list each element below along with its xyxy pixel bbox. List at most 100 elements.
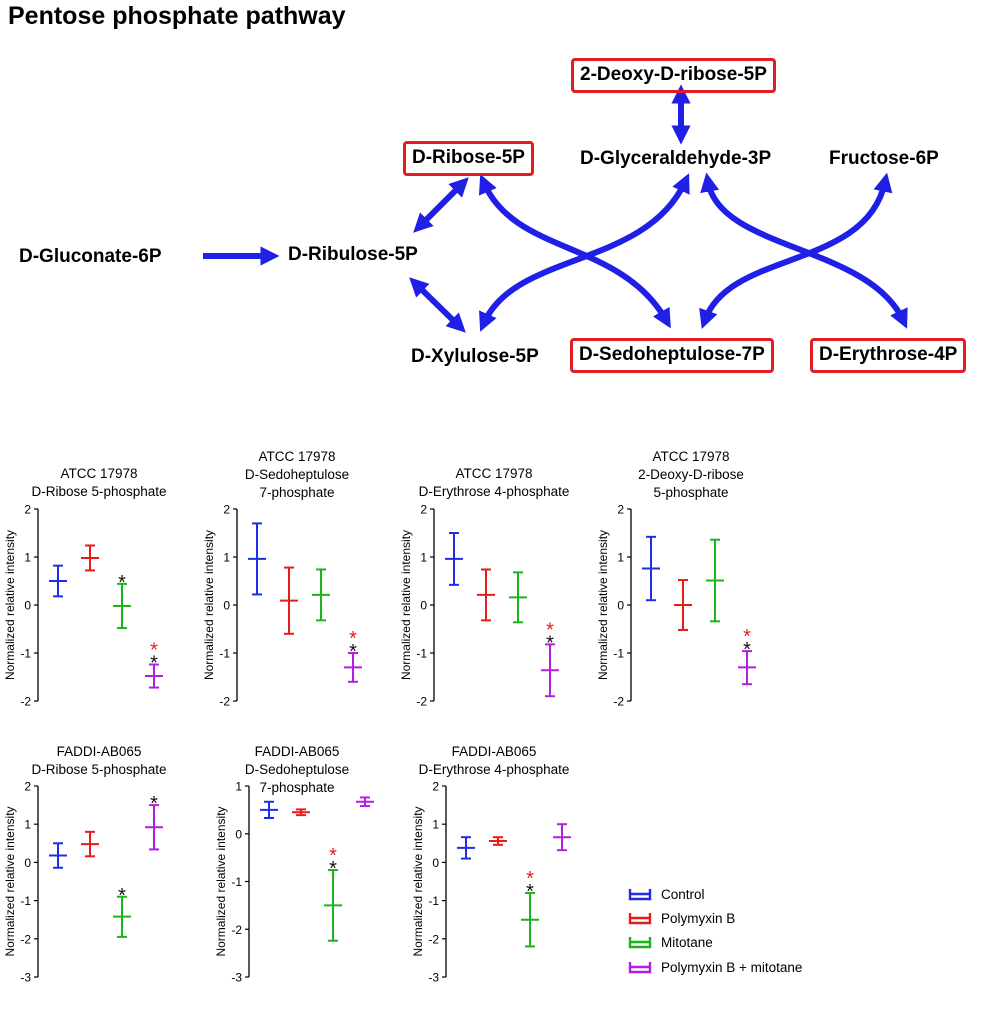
significance-star: * [349, 628, 357, 650]
y-tick-label: 2 [24, 503, 31, 517]
legend-glyph [628, 962, 652, 974]
y-tick-label: 0 [223, 599, 230, 613]
y-tick-label: 0 [235, 827, 242, 841]
y-tick-label: 1 [235, 780, 242, 794]
significance-star: * [150, 793, 158, 815]
panel-title-line: FADDI-AB065 [56, 744, 142, 759]
error-bar [81, 544, 99, 572]
error-bar [312, 568, 330, 622]
error-bar [674, 579, 692, 631]
arrow-glyceraldehyde-erythrose [700, 172, 908, 329]
y-tick-label: 2 [223, 503, 230, 517]
y-axis-label: Normalized relative intensity [214, 806, 228, 956]
y-tick-label: -2 [231, 923, 242, 937]
legend-glyph [628, 937, 652, 949]
y-tick-label: -1 [231, 875, 242, 889]
y-tick-label: 1 [24, 818, 31, 832]
legend-symbol-mitotane [628, 937, 652, 949]
error-bar [292, 808, 310, 817]
panel-title-line: ATCC 17978 [652, 449, 730, 464]
error-bar [738, 650, 756, 686]
y-tick-label: -2 [428, 932, 439, 946]
pathway-arrows [203, 84, 908, 333]
error-bar [356, 796, 374, 808]
significance-star: * [546, 632, 554, 654]
error-bar [324, 869, 342, 942]
node-ribulose: D-Ribulose-5P [288, 244, 418, 265]
y-tick-label: 0 [617, 599, 624, 613]
error-bar [145, 804, 163, 851]
node-glyceraldehyde: D-Glyceraldehyde-3P [580, 148, 772, 169]
arrow-xylulose-glyceraldehyde [479, 173, 690, 332]
error-bar [457, 836, 475, 860]
y-axis-label: Normalized relative intensity [3, 806, 17, 956]
node-xylulose: D-Xylulose-5P [411, 346, 539, 367]
error-bar [642, 535, 660, 602]
panel-title-line: D-Sedoheptulose [244, 467, 350, 482]
panel-title-line: 2-Deoxy-D-ribose [638, 467, 744, 482]
panel-title-line: 5-phosphate [653, 485, 729, 500]
error-bar [248, 522, 266, 596]
y-tick-label: 0 [24, 856, 31, 870]
error-bar [541, 643, 559, 698]
error-bar [706, 538, 724, 623]
error-bar [81, 830, 99, 858]
y-tick-label: -2 [20, 932, 31, 946]
y-tick-label: -1 [428, 894, 439, 908]
legend-item-polymyxin-b: Polymyxin B [627, 908, 735, 928]
legend-symbol-polymyxin-b [628, 913, 652, 925]
error-bar [489, 836, 507, 846]
y-tick-label: 2 [420, 503, 427, 517]
error-bar [509, 571, 527, 624]
significance-star: * [743, 626, 751, 648]
y-tick-label: 1 [432, 818, 439, 832]
y-tick-label: -3 [428, 971, 439, 985]
error-bar [49, 564, 67, 598]
legend-item-polymyxin-b-mitotane: Polymyxin B + mitotane [627, 957, 802, 977]
y-tick-label: 1 [24, 551, 31, 565]
node-erythrose: D-Erythrose-4P [810, 338, 967, 373]
error-bar [280, 566, 298, 635]
y-tick-label: 1 [617, 551, 624, 565]
panel-title-line: D-Erythrose 4-phosphate [418, 762, 570, 777]
legend-glyph [628, 913, 652, 925]
page-title: Pentose phosphate pathway [8, 2, 346, 30]
panel-title-line: ATCC 17978 [455, 466, 533, 481]
y-tick-label: -3 [231, 971, 242, 985]
arrow-ribose-sedoheptulose [478, 174, 671, 329]
panel-title-line: D-Ribose 5-phosphate [31, 484, 167, 499]
y-tick-label: -2 [416, 695, 427, 709]
panel-title-line: ATCC 17978 [258, 449, 336, 464]
panel-title-line: FADDI-AB065 [254, 744, 340, 759]
node-fructose: Fructose-6P [829, 148, 939, 169]
node-deoxyribose: 2-Deoxy-D-ribose-5P [571, 58, 776, 93]
legend-label: Polymyxin B + mitotane [661, 959, 803, 975]
error-bar [477, 568, 495, 622]
significance-star: * [526, 868, 534, 890]
legend-symbol-control [628, 889, 652, 901]
node-sedoheptulose: D-Sedoheptulose-7P [570, 338, 774, 373]
legend-item-mitotane: Mitotane [627, 932, 713, 952]
y-tick-label: -2 [613, 695, 624, 709]
panel-title-line: D-Erythrose 4-phosphate [418, 484, 570, 499]
legend-label: Control [661, 886, 705, 902]
error-bar [260, 800, 278, 819]
panel-title-line: 7-phosphate [259, 780, 335, 795]
significance-star: * [150, 653, 158, 675]
y-tick-label: 2 [617, 503, 624, 517]
significance-star: * [349, 641, 357, 663]
y-tick-label: 0 [432, 856, 439, 870]
y-axis-label: Normalized relative intensity [3, 530, 17, 680]
error-bar [113, 582, 131, 630]
y-tick-label: -1 [416, 647, 427, 661]
